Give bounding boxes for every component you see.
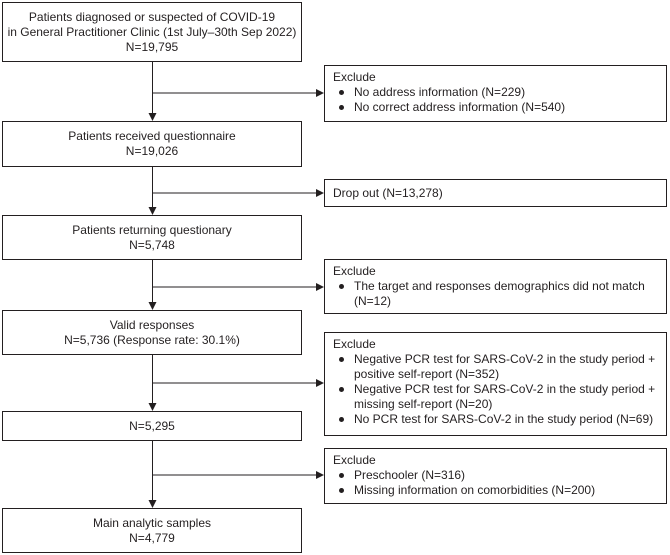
main-box-n5295: N=5,295 bbox=[2, 411, 302, 441]
exclude-box-preschool-heading: Exclude bbox=[333, 453, 376, 467]
exclude-box-address-list: No address information (N=229) No correc… bbox=[333, 85, 658, 115]
main-box-n5295-line-1: N=5,295 bbox=[129, 418, 175, 433]
exclude-box-preschool-list: Preschooler (N=316) Missing information … bbox=[333, 468, 658, 498]
main-box-received: Patients received questionnaire N=19,026 bbox=[2, 121, 302, 167]
exclude-box-address: Exclude No address information (N=229) N… bbox=[324, 65, 667, 122]
main-box-valid: Valid responses N=5,736 (Response rate: … bbox=[2, 310, 302, 355]
dropout-box: Drop out (N=13,278) bbox=[324, 179, 667, 207]
main-box-returning-line-1: Patients returning questionary bbox=[72, 222, 232, 237]
main-box-received-line-1: Patients received questionnaire bbox=[68, 129, 236, 143]
exclude-item: No correct address information (N=540) bbox=[333, 100, 658, 115]
main-box-diagnosed-line-3: N=19,795 bbox=[125, 39, 179, 54]
main-box-analytic: Main analytic samples N=4,779 bbox=[2, 508, 302, 553]
main-box-diagnosed: Patients diagnosed or suspected of COVID… bbox=[2, 2, 302, 62]
main-box-received-line-2: N=19,026 bbox=[125, 144, 179, 158]
exclude-box-demographics-list: The target and responses demographics di… bbox=[333, 279, 658, 309]
exclude-item: No PCR test for SARS-CoV-2 in the study … bbox=[333, 412, 658, 427]
exclude-box-demographics: Exclude The target and responses demogra… bbox=[324, 259, 667, 314]
exclude-box-preschool: Exclude Preschooler (N=316) Missing info… bbox=[324, 448, 667, 504]
main-box-analytic-line-2: N=4,779 bbox=[129, 530, 175, 545]
exclude-item: No address information (N=229) bbox=[333, 85, 658, 100]
main-box-diagnosed-line-2: in General Practitioner Clinic (1st July… bbox=[7, 24, 297, 39]
exclude-box-demographics-heading: Exclude bbox=[333, 264, 376, 278]
exclude-box-address-heading: Exclude bbox=[333, 70, 376, 84]
exclude-item: Negative PCR test for SARS-CoV-2 in the … bbox=[333, 382, 658, 412]
exclude-item: Negative PCR test for SARS-CoV-2 in the … bbox=[333, 352, 658, 382]
exclude-item: The target and responses demographics di… bbox=[333, 279, 658, 309]
main-box-valid-line-2: N=5,736 (Response rate: 30.1%) bbox=[64, 332, 240, 347]
exclude-item: Preschooler (N=316) bbox=[333, 468, 658, 483]
main-box-analytic-line-1: Main analytic samples bbox=[92, 515, 212, 530]
exclude-box-pcr-heading: Exclude bbox=[333, 337, 376, 351]
main-box-valid-line-1: Valid responses bbox=[109, 317, 195, 332]
exclude-item: Missing information on comorbidities (N=… bbox=[333, 483, 658, 498]
main-box-returning-line-2: N=5,748 bbox=[129, 237, 175, 252]
dropout-box-label: Drop out (N=13,278) bbox=[333, 185, 443, 200]
exclude-box-pcr: Exclude Negative PCR test for SARS-CoV-2… bbox=[324, 332, 667, 436]
main-box-diagnosed-line-1: Patients diagnosed or suspected of COVID… bbox=[28, 9, 276, 24]
exclude-box-pcr-list: Negative PCR test for SARS-CoV-2 in the … bbox=[333, 352, 658, 427]
main-box-returning: Patients returning questionary N=5,748 bbox=[2, 215, 302, 260]
